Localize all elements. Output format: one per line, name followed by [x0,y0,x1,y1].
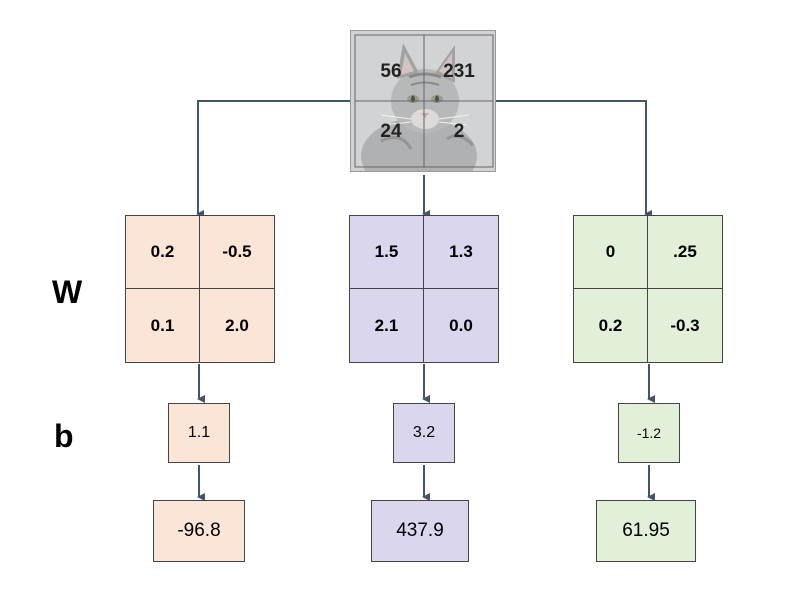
output-box-1: -96.8 [153,500,245,562]
pixel-value: 56 [380,61,402,82]
bias-box-1: 1.1 [168,403,230,463]
cat-image: 56 231 24 2 [350,30,496,172]
weights-label: W [52,274,83,310]
weight-cell: .25 [648,216,722,289]
weight-matrix-2: 1.5 1.3 2.1 0.0 [349,215,499,363]
pixel-value: 2 [453,121,465,142]
weight-cell: 0.2 [126,216,200,289]
weight-cell: 0.0 [449,315,473,335]
weight-cell: 0 [574,216,648,289]
output-box-2: 437.9 [371,500,469,562]
weight-cell: -0.5 [200,216,274,289]
pixel-value: 231 [443,61,475,82]
weight-cell: 0.2 [574,289,648,362]
weight-matrix-3: 0 .25 0.2 -0.3 [573,215,723,363]
bias-box-3: -1.2 [618,403,680,463]
weight-matrix-1: 0.2 -0.5 0.1 2.0 [125,215,275,363]
bias-label: b [54,418,74,454]
cat-illustration [351,31,495,171]
pixel-value: 24 [380,121,402,142]
bias-box-2: 3.2 [393,403,455,463]
weight-cell: 2.0 [225,315,249,335]
arrow-image-to-w1 [196,100,350,218]
output-box-3: 61.95 [596,500,696,562]
weight-cell: 2.1 [350,289,424,362]
weight-cell: 0.1 [126,289,200,362]
arrow-image-to-w3 [496,100,652,218]
weight-cell: -0.3 [670,315,700,335]
weight-cell: 1.5 [350,216,424,289]
weight-cell: 1.3 [424,216,498,289]
